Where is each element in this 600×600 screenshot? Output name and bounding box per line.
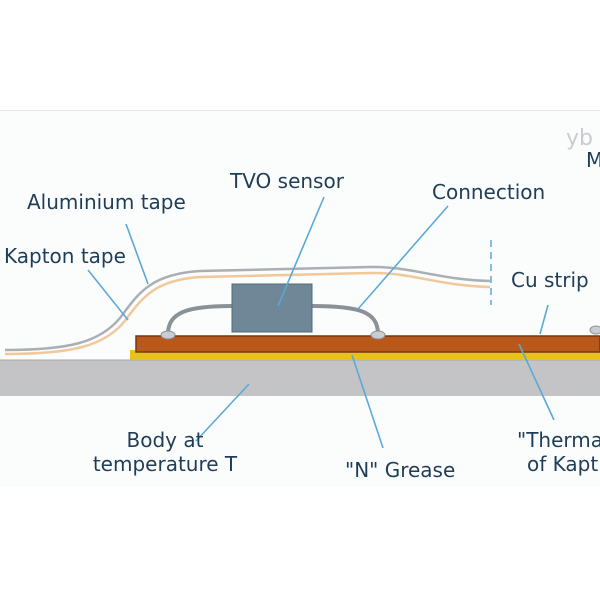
- cu-strip-label: Cu strip: [511, 268, 589, 292]
- leader-kapton: [87, 269, 129, 321]
- thermal-label: "Therma of Kapt: [517, 428, 600, 476]
- grease-layer: [130, 350, 600, 360]
- grease-label: "N" Grease: [345, 458, 456, 482]
- kapton-tape-line: [4, 271, 491, 356]
- leader-connection: [357, 205, 449, 310]
- watermark: yb: [566, 126, 593, 151]
- leader-grease: [351, 354, 384, 449]
- leader-cu-strip: [539, 304, 549, 335]
- leader-aluminium: [125, 223, 149, 285]
- body-block: [0, 360, 600, 396]
- kapton-tape-label: Kapton tape: [4, 244, 126, 268]
- thermal-label-line1: "Therma: [517, 428, 600, 452]
- leader-body: [195, 383, 250, 442]
- far-right-solder-joint: [589, 325, 600, 335]
- cu-strip: [135, 335, 600, 353]
- tvo-sensor-label: TVO sensor: [230, 169, 344, 193]
- right-solder-joint: [370, 330, 386, 340]
- body-label-line2: temperature T: [92, 452, 238, 476]
- connection-label: Connection: [432, 180, 546, 204]
- right-wire: [311, 304, 380, 335]
- tvo-sensor-block: [231, 283, 313, 333]
- left-solder-joint: [160, 330, 176, 340]
- left-wire: [166, 304, 233, 335]
- leader-thermal: [518, 343, 555, 421]
- body-label-line1: Body at: [126, 428, 204, 452]
- thermal-label-line2: of Kapt: [527, 452, 599, 476]
- top-right-cut-label: M: [586, 148, 600, 172]
- body-label: Body at temperature T: [70, 428, 260, 476]
- aluminium-tape-label: Aluminium tape: [27, 190, 186, 214]
- aluminium-tape-line: [4, 265, 491, 352]
- leader-tvo: [277, 196, 325, 307]
